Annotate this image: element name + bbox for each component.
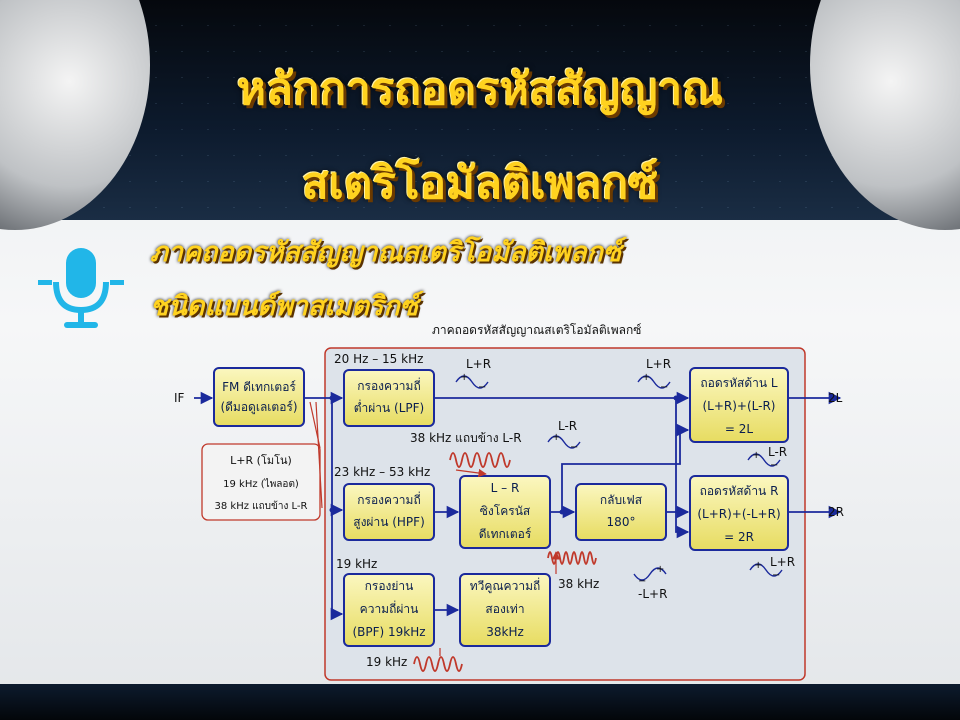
hpf-line1: กรองความถี่ bbox=[357, 491, 420, 507]
svg-text:−: − bbox=[770, 460, 778, 471]
footer-band bbox=[0, 684, 960, 720]
lpf-line2: ต่ำผ่าน (LPF) bbox=[354, 399, 425, 415]
if-input-label: IF bbox=[174, 391, 185, 405]
lpf-freq-label: 20 Hz – 15 kHz bbox=[334, 352, 423, 366]
microphone-icon bbox=[38, 248, 124, 328]
fm-detector-line2: (ดีมอดูเลเตอร์) bbox=[220, 400, 297, 415]
doubler-line2: สองเท่า bbox=[485, 602, 524, 616]
diagram-caption: ภาคถอดรหัสสัญญาณสเตริโอมัลติเพลกซ์ bbox=[432, 323, 641, 337]
subtitle-line-1: ภาคถอดรหัสสัญญาณสเตริโอมัลติเพลกซ์ bbox=[150, 237, 622, 268]
decoder-right-line3: = 2R bbox=[724, 530, 754, 544]
bpf-freq-label: 19 kHz bbox=[336, 557, 377, 571]
frequency-doubler-block bbox=[459, 573, 551, 647]
phase-inverter-line2: 180° bbox=[607, 515, 636, 529]
sync-detector-line1: L – R bbox=[491, 481, 520, 495]
bpf-line2: ความถี่ผ่าน bbox=[360, 600, 419, 616]
output-right-label: 2R bbox=[828, 505, 844, 519]
svg-text:+: + bbox=[552, 432, 560, 443]
svg-text:+: + bbox=[460, 372, 468, 383]
decoder-right-line1: ถอดรหัสด้าน R bbox=[700, 484, 779, 498]
svg-text:L+R: L+R bbox=[770, 555, 795, 569]
svg-text:L-R: L-R bbox=[558, 419, 577, 433]
header-grid-pattern bbox=[0, 0, 960, 220]
svg-text:−: − bbox=[638, 576, 646, 587]
phase-to-decoder-right-wire bbox=[666, 511, 690, 539]
fm-detector-block bbox=[213, 367, 305, 427]
sync-detector-line2: ซิงโครนัส bbox=[480, 504, 531, 518]
decoder-left-block bbox=[689, 367, 789, 443]
title-line-2: สเตริโอมัลติเพลกซ์ bbox=[301, 158, 659, 209]
svg-text:−: − bbox=[772, 570, 780, 581]
svg-text:−: − bbox=[478, 382, 486, 393]
svg-text:+: + bbox=[754, 560, 762, 571]
composite-note-line3: 38 kHz แถบข้าง L-R bbox=[215, 500, 308, 512]
svg-text:L-R: L-R bbox=[768, 445, 787, 459]
output-left-label: 2L bbox=[828, 391, 843, 405]
carrier-38k-waveform bbox=[547, 551, 597, 565]
title-line-1: หลักการถอดรหัสสัญญาณ bbox=[236, 64, 724, 115]
bpf-line1: กรองย่าน bbox=[365, 579, 414, 593]
fm-detector-line1: FM ดีเทกเตอร์ bbox=[222, 380, 296, 394]
sideband-label: 38 kHz แถบข้าง L-R bbox=[410, 431, 522, 445]
sideband-waveform bbox=[449, 452, 511, 468]
lr-plus-symbol-2: L+R + − bbox=[637, 357, 671, 393]
phase-inverter-line1: กลับเฟส bbox=[600, 493, 643, 507]
pilot-19k-waveform bbox=[413, 656, 463, 672]
hpf-line2: สูงผ่าน (HPF) bbox=[353, 515, 425, 530]
bpf-line3: (BPF) 19kHz bbox=[352, 625, 425, 639]
stereo-decoder-block-diagram: ภาคถอดรหัสสัญญาณสเตริโอมัลติเพลกซ์ IF FM… bbox=[174, 323, 844, 681]
lpf-line1: กรองความถี่ bbox=[357, 377, 420, 393]
decoder-right-line2: (L+R)+(-L+R) bbox=[697, 507, 780, 521]
decoder-left-line1: ถอดรหัสด้าน L bbox=[700, 376, 777, 390]
doubler-line1: ทวีคูณความถี่ bbox=[470, 577, 541, 594]
composite-note-line1: L+R (โมโน) bbox=[230, 453, 292, 467]
decoder-right-block bbox=[689, 475, 789, 551]
doubler-line3: 38kHz bbox=[486, 625, 524, 639]
decoder-left-line2: (L+R)+(L-R) bbox=[702, 399, 775, 413]
svg-text:−: − bbox=[660, 382, 668, 393]
svg-text:+: + bbox=[752, 450, 760, 461]
svg-text:-L+R: -L+R bbox=[638, 587, 667, 601]
neg-lr-symbol: − + -L+R bbox=[633, 564, 667, 601]
lr-minus-symbol-1: L-R + − bbox=[547, 419, 581, 453]
svg-text:L+R: L+R bbox=[466, 357, 491, 371]
sideband-pointer bbox=[455, 468, 487, 478]
hpf-freq-label: 23 kHz – 53 kHz bbox=[334, 465, 430, 479]
carrier-38k-label: 38 kHz bbox=[558, 577, 599, 591]
sync-detector-line3: ดีเทกเตอร์ bbox=[479, 527, 532, 541]
svg-text:+: + bbox=[642, 372, 650, 383]
lr-minus-symbol-2: L-R + − bbox=[747, 445, 787, 471]
svg-text:L+R: L+R bbox=[646, 357, 671, 371]
lr-plus-symbol-3: L+R + − bbox=[749, 555, 795, 581]
svg-text:+: + bbox=[656, 564, 664, 575]
sync-to-decoder-left-wire bbox=[561, 423, 690, 512]
pilot-19k-label: 19 kHz bbox=[366, 655, 407, 669]
svg-text:−: − bbox=[570, 442, 578, 453]
note-pointer-2 bbox=[315, 401, 323, 509]
header-band bbox=[0, 0, 960, 220]
decoder-left-line3: = 2L bbox=[725, 422, 754, 436]
lr-plus-symbol-1: L+R + − bbox=[455, 357, 491, 393]
subtitle-line-2: ชนิดแบนด์พาสเมตริกซ์ bbox=[150, 291, 419, 322]
composite-note-line2: 19 kHz (ไพลอต) bbox=[223, 478, 299, 490]
